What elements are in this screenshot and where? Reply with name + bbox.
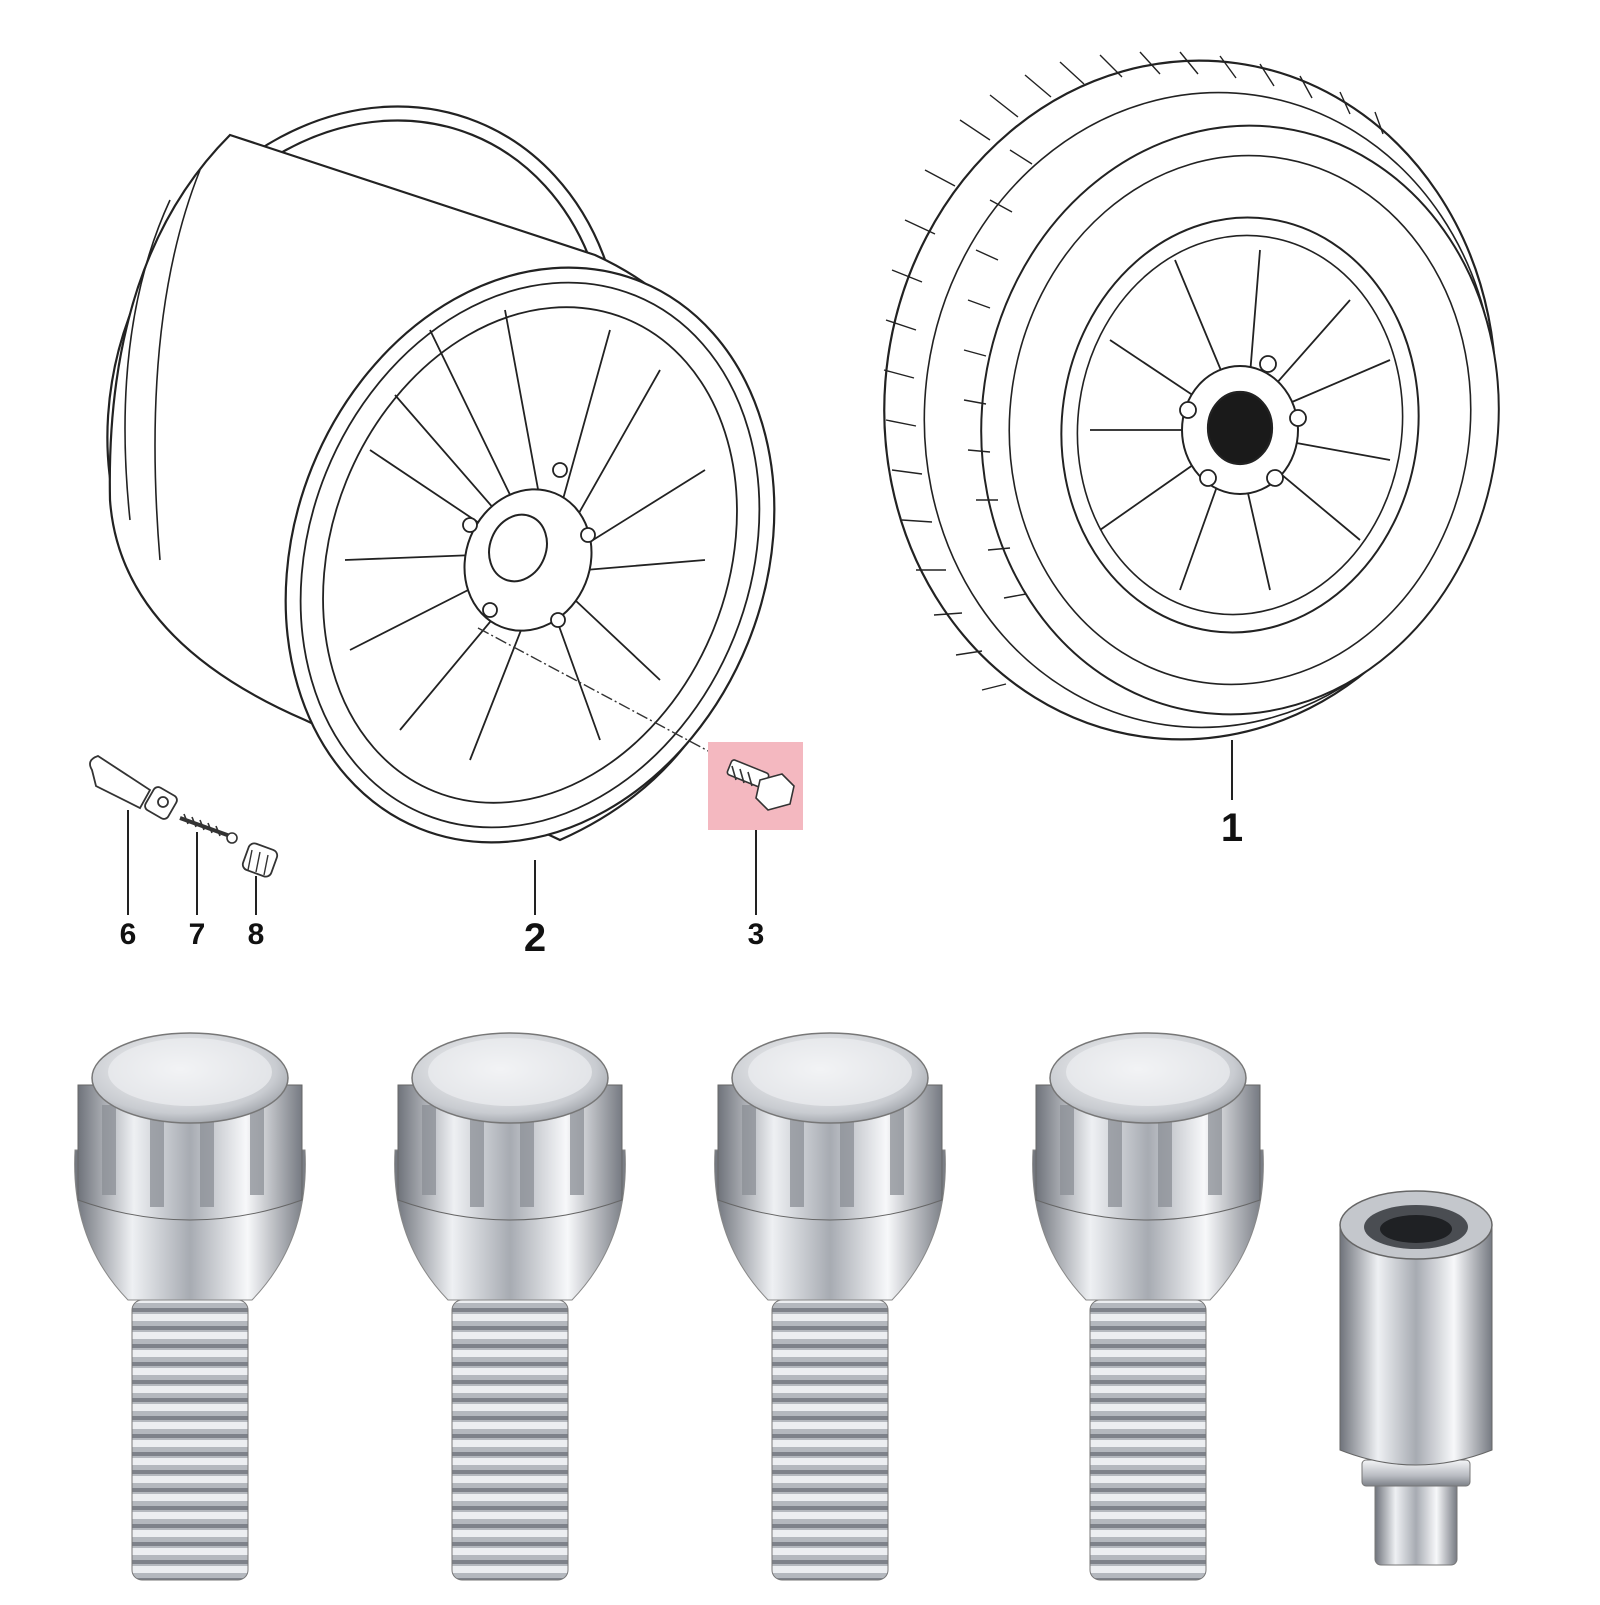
lock-bolt-2 bbox=[394, 1032, 626, 1581]
bolt-part-3[interactable] bbox=[708, 742, 803, 830]
wheel-center-cap bbox=[1206, 390, 1274, 466]
wheel-bolt-holes bbox=[1179, 355, 1307, 487]
tire-tread bbox=[883, 51, 1384, 691]
callout-3[interactable]: 3 bbox=[747, 918, 765, 951]
wheel-drawing bbox=[883, 51, 1500, 741]
leader-line-3 bbox=[477, 627, 741, 769]
lock-bolt-4 bbox=[1032, 1032, 1264, 1581]
rim-spokes bbox=[344, 309, 706, 761]
callout-2[interactable]: 2 bbox=[523, 916, 547, 960]
callout-1[interactable]: 1 bbox=[1220, 806, 1244, 850]
valve-core-7 bbox=[179, 813, 238, 844]
rim-drawing bbox=[106, 105, 776, 844]
callout-8[interactable]: 8 bbox=[247, 918, 265, 951]
valve-cap-8 bbox=[241, 842, 279, 878]
wheel-spokes bbox=[1090, 249, 1391, 591]
lock-bolt-3 bbox=[714, 1032, 946, 1581]
lock-bolt-1 bbox=[74, 1032, 306, 1581]
rim-bolt-holes bbox=[462, 462, 596, 628]
valve-stem-6 bbox=[89, 755, 178, 820]
callout-7[interactable]: 7 bbox=[188, 918, 206, 951]
lock-key-socket bbox=[1339, 1190, 1493, 1566]
callout-6[interactable]: 6 bbox=[119, 918, 137, 951]
